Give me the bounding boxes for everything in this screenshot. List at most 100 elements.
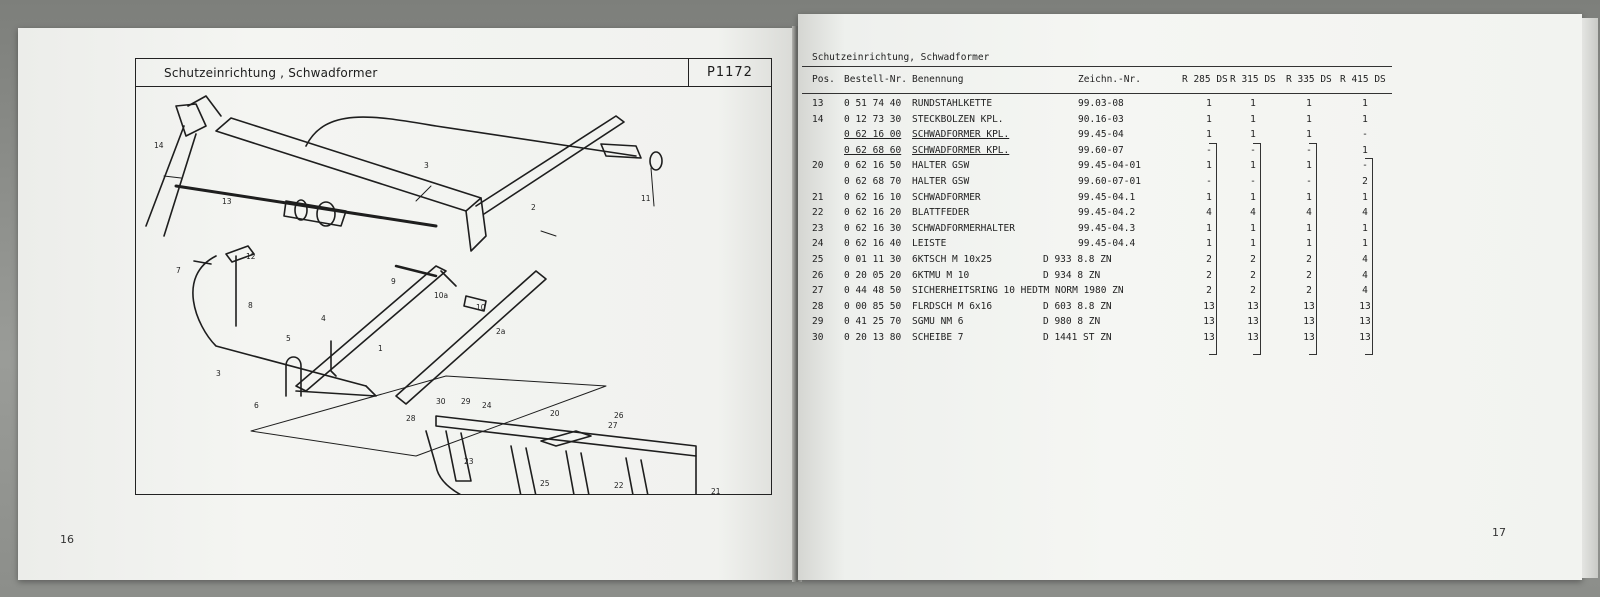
qty-r285-cell: 13 — [1203, 332, 1215, 343]
figure-title: Schutzeinrichtung , Schwadformer — [164, 66, 378, 80]
name-cell: HALTER GSW — [912, 160, 970, 172]
drawing-no-cell: 99.45-04.4 — [1078, 238, 1136, 250]
qty-r285-cell: 2 — [1206, 269, 1212, 281]
order-no-cell: 0 12 73 30 — [844, 113, 902, 125]
title-rule — [802, 66, 1392, 67]
callout-10: 10 — [476, 303, 486, 312]
order-no-cell: 0 62 16 40 — [844, 238, 902, 250]
qty-r335-cell: 2 — [1306, 254, 1312, 265]
qty-r315-cell: - — [1250, 144, 1256, 156]
drawing-no-cell: 99.45-04.1 — [1078, 191, 1136, 203]
drawing-no-cell: 99.45-04.2 — [1078, 207, 1136, 219]
callout-3b: 3 — [216, 369, 221, 378]
qty-r285-cell: 1 — [1206, 222, 1212, 234]
callout-20: 20 — [550, 409, 560, 418]
order-no-cell: 0 62 16 30 — [844, 222, 902, 234]
norm-cell: D 980 8 ZN — [1043, 316, 1101, 328]
qty-r335-cell: - — [1306, 144, 1312, 156]
qty-r415-cell: 1 — [1362, 144, 1368, 156]
qty-r335-cell: 1 — [1306, 98, 1312, 109]
qty-r315-cell: 1 — [1250, 98, 1256, 109]
name-cell: SCHWADFORMER — [912, 191, 981, 203]
order-no-cell: 0 41 25 70 — [844, 316, 902, 328]
qty-r415-cell: 1 — [1362, 222, 1368, 234]
callout-13: 13 — [222, 197, 232, 206]
qty-r315-cell: 1 — [1250, 191, 1256, 203]
callout-26: 26 — [614, 411, 624, 420]
qty-r415-cell: - — [1362, 160, 1368, 172]
callout-4: 4 — [321, 314, 326, 323]
callout-1: 1 — [378, 344, 383, 353]
norm-cell: D 603 8.8 ZN — [1043, 300, 1112, 312]
qty-r335-cell: 2 — [1306, 285, 1312, 297]
qty-r285-cell: - — [1206, 144, 1212, 156]
header-r335: R 335 DS — [1286, 74, 1332, 85]
callout-10a: 10a — [434, 291, 448, 300]
qty-r415-cell: 4 — [1362, 269, 1368, 281]
qty-r315-cell: 2 — [1250, 285, 1256, 297]
qty-r415-cell: 13 — [1359, 300, 1371, 312]
name-cell: SGMU NM 6 — [912, 316, 964, 328]
drawing-no-cell: 99.60-07 — [1078, 144, 1124, 156]
pos-cell: 26 — [812, 269, 824, 281]
order-no-cell: 0 44 48 50 — [844, 285, 902, 297]
callout-2a: 2a — [496, 327, 505, 336]
pos-cell: 28 — [812, 300, 824, 312]
callout-25: 25 — [540, 479, 550, 488]
qty-r285-cell: 1 — [1206, 98, 1212, 109]
qty-r315-cell: - — [1250, 176, 1256, 187]
qty-r335-cell: 13 — [1303, 316, 1315, 328]
callout-12: 12 — [246, 252, 256, 261]
drawing-no-cell: 99.45-04 — [1078, 129, 1124, 141]
right-page: Schutzeinrichtung, Schwadformer Pos. Bes… — [798, 14, 1598, 580]
bracket-r415 — [1365, 158, 1373, 355]
qty-r315-cell: 13 — [1247, 316, 1259, 328]
qty-r285-cell: - — [1206, 176, 1212, 187]
name-cell: SICHERHEITSRING 10 HEDTM NORM 1980 ZN — [912, 285, 1124, 297]
hitch-bracket — [175, 103, 207, 137]
qty-r415-cell: 13 — [1359, 332, 1371, 343]
qty-r315-cell: 1 — [1250, 129, 1256, 141]
qty-r285-cell: 1 — [1206, 113, 1212, 125]
callout-24: 24 — [482, 401, 492, 410]
shield-rail-24 — [435, 415, 697, 457]
qty-r335-cell: 13 — [1303, 332, 1315, 343]
left-page: Schutzeinrichtung , Schwadformer P1172 — [18, 28, 796, 580]
name-cell: RUNDSTAHLKETTE — [912, 98, 993, 109]
order-no-cell: 0 00 85 50 — [844, 300, 902, 312]
order-no-cell: 0 62 68 60 — [844, 144, 902, 156]
pos-cell: 24 — [812, 238, 824, 250]
order-no-cell: 0 20 05 20 — [844, 269, 902, 281]
qty-r335-cell: 1 — [1306, 191, 1312, 203]
bar-2 — [475, 115, 625, 215]
norm-cell: D 933 8.8 ZN — [1043, 254, 1112, 265]
exploded-parts-drawing: 14 3 13 12 7 8 6 3 5 4 1 2 2a 9 10a 10 1… — [145, 95, 721, 494]
name-cell: SCHEIBE 7 — [912, 332, 964, 343]
name-cell: SCHWADFORMERHALTER — [912, 222, 1015, 234]
pos-cell: 30 — [812, 332, 824, 343]
bar-2a — [395, 270, 547, 405]
callout-28: 28 — [406, 414, 416, 423]
callout-5: 5 — [286, 334, 291, 343]
pos-cell: 13 — [812, 98, 824, 109]
pos-cell: 20 — [812, 160, 824, 172]
name-cell: HALTER GSW — [912, 176, 970, 187]
name-cell: SCHWADFORMER KPL. — [912, 144, 1010, 156]
guard-bar-lower — [192, 255, 367, 387]
qty-r335-cell: 1 — [1306, 222, 1312, 234]
qty-r415-cell: - — [1362, 129, 1368, 141]
qty-r415-cell: 1 — [1362, 191, 1368, 203]
qty-r335-cell: 4 — [1306, 207, 1312, 219]
qty-r315-cell: 1 — [1250, 113, 1256, 125]
parts-list-title: Schutzeinrichtung, Schwadformer — [812, 52, 990, 63]
shield-body-21 — [425, 430, 697, 494]
callout-29: 29 — [461, 397, 471, 406]
table-row: 0 62 68 60 SCHWADFORMER KPL. 99.60-07 - - - 1 — [798, 145, 1558, 160]
qty-r335-cell: - — [1306, 176, 1312, 187]
